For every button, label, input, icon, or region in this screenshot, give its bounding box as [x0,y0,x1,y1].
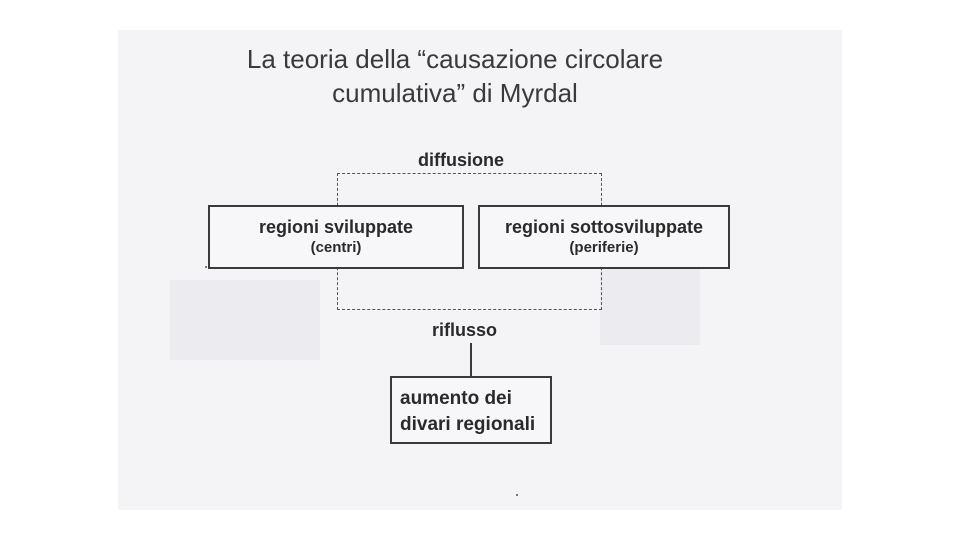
title-line-1: La teoria della “causazione circolare [246,44,664,74]
developed-regions-box: regioni sviluppate (centri) [208,205,464,269]
page-title: La teoria della “causazione circolare cu… [150,42,760,110]
reflux-label: riflusso [432,320,498,340]
scan-shadow-left [170,280,320,360]
scan-speck-2 [516,494,518,496]
scan-speck-1 [205,266,207,268]
developed-regions-sublabel: (centri) [310,239,362,256]
regional-gaps-line-1: aumento dei [400,388,512,409]
underdeveloped-regions-box: regioni sottosviluppate (periferie) [478,205,730,269]
regional-gaps-line-2: divari regionali [400,414,536,435]
scan-shadow-right [600,255,700,345]
underdeveloped-regions-sublabel: (periferie) [569,239,639,256]
diffusion-label: diffusione [418,150,504,170]
result-connector-line [470,343,472,376]
developed-regions-label: regioni sviluppate [258,217,414,237]
regional-gaps-box: aumento dei divari regionali [390,376,552,444]
underdeveloped-regions-label: regioni sottosviluppate [504,217,704,237]
title-line-2: cumulativa” di Myrdal [332,78,578,108]
